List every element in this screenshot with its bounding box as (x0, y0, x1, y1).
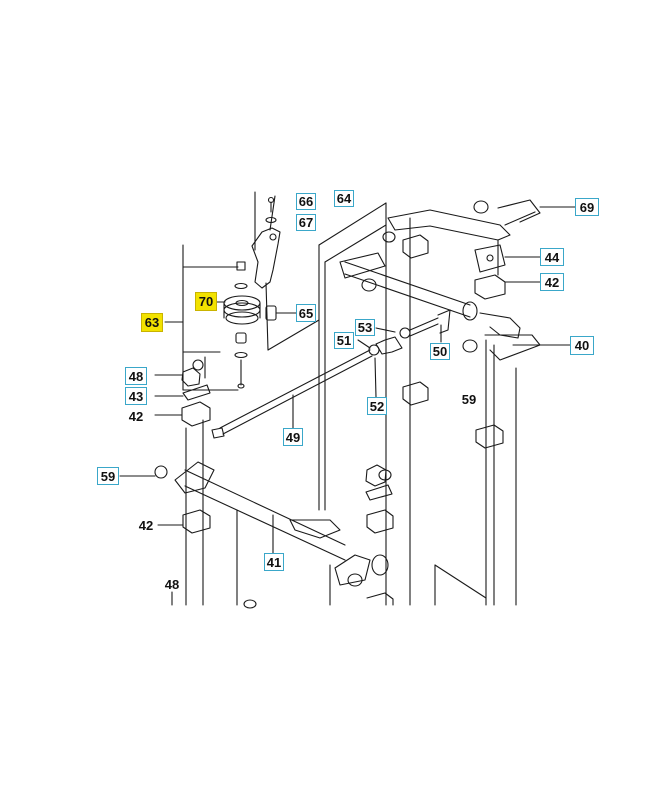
pulley-assembly (164, 244, 297, 391)
callout-51[interactable]: 51 (334, 332, 354, 349)
rear-cross-shaft (339, 252, 571, 361)
callout-53[interactable]: 53 (355, 319, 375, 336)
front-cross-shaft (119, 461, 394, 609)
left-hardware-stack (154, 356, 211, 427)
callout-63[interactable]: 63 (141, 313, 163, 332)
callout-59-right[interactable]: 59 (461, 391, 477, 407)
callout-48-upper[interactable]: 48 (125, 367, 147, 385)
control-rod (211, 309, 451, 439)
mid-bearing-blocks (402, 381, 504, 449)
callout-48-lower[interactable]: 48 (164, 576, 180, 592)
callout-66[interactable]: 66 (296, 193, 316, 210)
callout-42-upper[interactable]: 42 (540, 273, 564, 291)
idler-arm-bracket (251, 191, 281, 351)
callout-41[interactable]: 41 (264, 553, 284, 571)
frame-lines (171, 202, 517, 606)
upper-right-bracket (382, 199, 576, 300)
callout-67[interactable]: 67 (296, 214, 316, 231)
callout-65[interactable]: 65 (296, 304, 316, 322)
callout-64[interactable]: 64 (334, 190, 354, 207)
callout-69[interactable]: 69 (575, 198, 599, 216)
callout-40[interactable]: 40 (570, 336, 594, 355)
callout-49[interactable]: 49 (283, 428, 303, 446)
callout-70[interactable]: 70 (195, 292, 217, 311)
callout-43[interactable]: 43 (125, 387, 147, 405)
callout-42-lower[interactable]: 42 (138, 517, 154, 533)
callout-50[interactable]: 50 (430, 343, 450, 360)
callout-52[interactable]: 52 (367, 397, 387, 415)
callout-42-left[interactable]: 42 (128, 408, 144, 424)
callout-59-left[interactable]: 59 (97, 467, 119, 485)
callout-44[interactable]: 44 (540, 248, 564, 266)
